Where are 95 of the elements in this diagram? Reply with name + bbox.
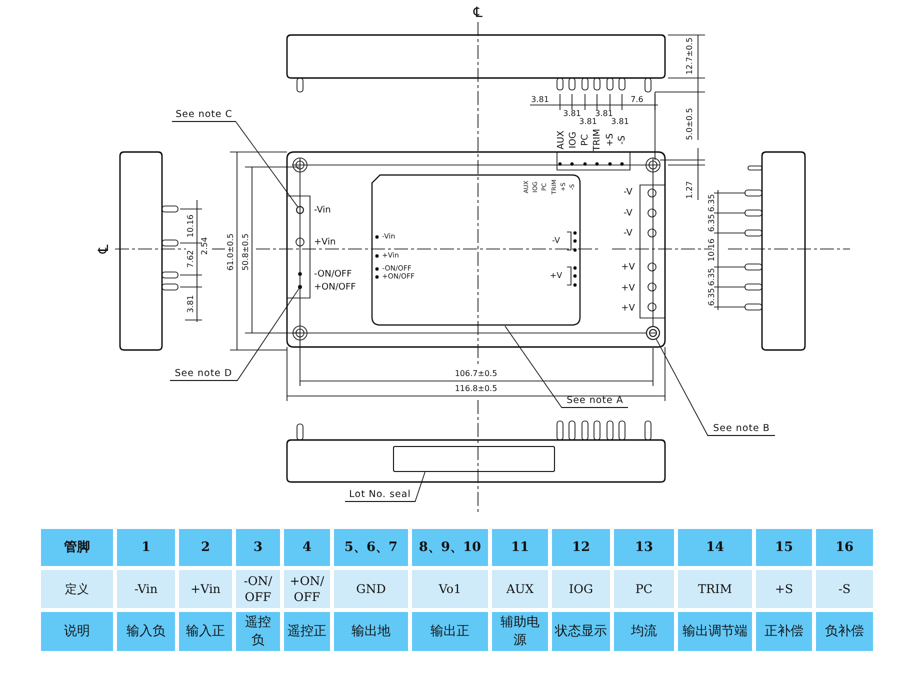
table-cell: 均流 [614, 612, 674, 651]
dimension-label: 10.16 [708, 238, 716, 262]
leader-line [236, 122, 298, 208]
table-cell: IOG [552, 570, 610, 608]
table-cell: GND [334, 570, 408, 608]
callout-note: See note D [170, 367, 237, 381]
table-cell: 定义 [41, 570, 113, 608]
pin-label: -S [618, 136, 628, 144]
dimension-label: 50.8±0.5 [242, 233, 250, 271]
pin-label: PC [582, 134, 590, 146]
table-cell: 正补偿 [756, 612, 812, 651]
pin-label: AUX [558, 130, 566, 150]
callout-note: See note C [172, 108, 236, 122]
pin-label: +V [621, 264, 635, 272]
table-cell: 13 [614, 529, 674, 566]
dimension-label: 1.27 [686, 181, 694, 199]
table-cell: 2 [179, 529, 232, 566]
dimension-label: 6.35 [708, 268, 716, 286]
table-cell: 说明 [41, 612, 113, 651]
dimension-label: 61.0±0.5 [227, 233, 235, 271]
table-cell: TRIM [678, 570, 752, 608]
pin-label: -V [624, 188, 632, 198]
dimension-label: 12.7±0.5 [686, 37, 694, 75]
dimension-label: 6.35 [708, 288, 716, 306]
dimension-label: 3.81 [579, 118, 597, 126]
dimension-label: 2.54 [201, 237, 209, 255]
leader-line [414, 472, 426, 502]
leader-line [656, 338, 708, 436]
table-cell: +Vin [179, 570, 232, 608]
pin-label: TRIM [594, 128, 602, 152]
table-cell: 输出正 [412, 612, 488, 651]
leader-line [504, 326, 562, 408]
dimension-label: 10.16 [187, 214, 195, 238]
dimension-label: 3.81 [187, 295, 195, 313]
table-cell: +ON/OFF [284, 570, 330, 608]
table-cell: 11 [492, 529, 548, 566]
dimension-label: 3.81 [595, 110, 613, 118]
callout-note: See note A [562, 394, 628, 408]
pin-label: -ON/OFF [314, 270, 352, 280]
table-cell: 负补偿 [816, 612, 873, 651]
pin-label: -V [552, 237, 560, 245]
centerline-symbol: ℄ [474, 6, 482, 20]
table-cell: 输入负 [117, 612, 175, 651]
callout-note: See note B [708, 422, 775, 436]
table-cell: -ON/OFF [236, 570, 280, 608]
dimension-label: 3.81 [531, 96, 549, 104]
table-cell: 输出地 [334, 612, 408, 651]
dimension-label: 116.8±0.5 [454, 385, 498, 393]
table-cell: 3 [236, 529, 280, 566]
centerline-symbol: ℄ [97, 244, 111, 254]
pin-label: -Vin [314, 206, 331, 216]
dimension-label: 6.35 [708, 194, 716, 212]
pin-label: +S [606, 133, 616, 147]
table-cell: 16 [816, 529, 873, 566]
seal-area [393, 446, 555, 472]
table-cell: Vo1 [412, 570, 488, 608]
table-cell: AUX [492, 570, 548, 608]
pin-hole [296, 206, 304, 214]
callout-note: Lot No. seal [345, 488, 415, 502]
dimension-label: 7.6 [630, 96, 644, 104]
dimension-label: 3.81 [563, 110, 581, 118]
table-cell: 8、9、10 [412, 529, 488, 566]
table-cell: 辅助电源 [492, 612, 548, 651]
mounting-hole [646, 326, 660, 340]
pin-label: +V [621, 284, 635, 294]
pin-label: +V [550, 272, 562, 280]
table-cell: 12 [552, 529, 610, 566]
table-cell: 输出调节端 [678, 612, 752, 651]
dimension-label: 5.0±0.5 [686, 108, 694, 140]
dimension-label: 6.35 [708, 214, 716, 232]
table-cell: 15 [756, 529, 812, 566]
dimension-label: 3.81 [611, 118, 629, 126]
table-cell: 4 [284, 529, 330, 566]
pin-label: +V [621, 304, 635, 314]
pin-label: IOG [570, 132, 578, 148]
dimension-label: 7.62 [187, 250, 195, 268]
dimension-label: 106.7±0.5 [454, 370, 498, 378]
table-cell: 输入正 [179, 612, 232, 651]
table-cell: +S [756, 570, 812, 608]
leader-line [236, 288, 300, 382]
table-cell: 1 [117, 529, 175, 566]
pin-label: +Vin [314, 238, 336, 248]
table-cell: -Vin [117, 570, 175, 608]
pin-label: -V [624, 210, 632, 218]
table-cell: 遥控负 [236, 612, 280, 651]
table-cell: PC [614, 570, 674, 608]
table-cell: 5、6、7 [334, 529, 408, 566]
table-cell: 14 [678, 529, 752, 566]
table-cell: 管脚 [41, 529, 113, 566]
table-cell: 遥控正 [284, 612, 330, 651]
pin-label: -V [624, 230, 632, 238]
pin-label: +ON/OFF [314, 284, 356, 292]
table-cell: 状态显示 [552, 612, 610, 651]
pin-dot [298, 285, 302, 289]
table-cell: -S [816, 570, 873, 608]
